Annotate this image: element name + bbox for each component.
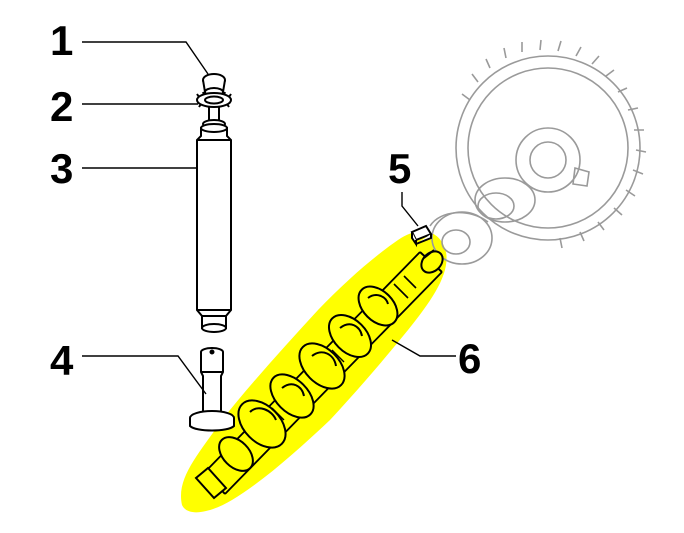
leader-line-6 [391,339,456,357]
callout-6: 6 [458,335,482,382]
part-4-tappet [189,347,235,432]
leader-line-5 [401,192,419,227]
part-1-cap [202,73,226,97]
part-2-washer [196,91,232,129]
callout-3: 3 [50,145,74,192]
callout-5: 5 [388,145,412,192]
leader-lines [82,41,456,395]
leader-line-1 [82,41,209,75]
callout-1: 1 [50,17,74,64]
callout-2: 2 [50,83,74,130]
timing-gear-assembly [429,39,647,265]
callout-4: 4 [50,337,74,384]
part-3-tube [196,123,232,333]
part-5-key [410,224,433,248]
leader-line-4 [82,355,207,395]
part-6-camshaft [194,249,444,500]
